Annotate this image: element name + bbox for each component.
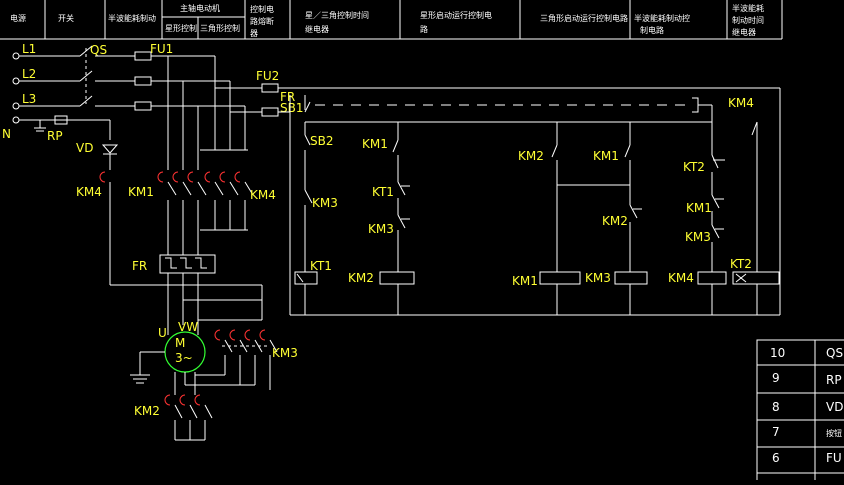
header-brake-ctrl-b: 制电路 — [640, 25, 664, 35]
header-brake-timer-b: 制动时间 — [732, 15, 764, 25]
label-km4-left: KM4 — [76, 185, 102, 199]
label-sb2: SB2 — [310, 134, 333, 148]
label-km3-main: KM3 — [272, 346, 298, 360]
label-km2-coil: KM2 — [348, 271, 374, 285]
label-km4-right: KM4 — [250, 188, 276, 202]
header-fuse-a: 控制电 — [250, 4, 274, 14]
label-km1-c: KM1 — [593, 149, 619, 163]
parts-row-3-code: VD — [826, 400, 843, 414]
motor-section: U VW M 3~ KM3 K — [130, 320, 298, 441]
parts-row-2-code: RP — [826, 373, 842, 387]
label-kt1-coil: KT1 — [310, 259, 332, 273]
label-km4-coil: KM4 — [668, 271, 694, 285]
label-kt2-coil: KT2 — [730, 257, 752, 271]
label-km1-d: KM1 — [686, 201, 712, 215]
parts-row-1-no: 10 — [770, 346, 785, 360]
label-u: U — [158, 326, 167, 340]
parts-row-5-no: 6 — [772, 451, 780, 465]
label-vd: VD — [76, 141, 93, 155]
label-kt1-a: KT1 — [372, 185, 394, 199]
label-km3-d: KM3 — [685, 230, 711, 244]
header-delta: 三角形控制 — [200, 23, 240, 33]
header-star: 星形控制 — [165, 23, 197, 33]
label-sb1: SB1 — [280, 101, 303, 115]
label-km2-c: KM2 — [518, 149, 544, 163]
label-km3-a: KM3 — [312, 196, 338, 210]
parts-row-3-no: 8 — [772, 400, 780, 414]
power-section: L1 L2 L3 QS FU1 N RP V — [2, 42, 245, 285]
label-l2: L2 — [22, 67, 36, 81]
label-fu2: FU2 — [256, 69, 279, 83]
label-km2-main: KM2 — [134, 404, 160, 418]
header-brake-ctrl-a: 半波能耗制动控 — [634, 13, 690, 23]
label-km1-main: KM1 — [128, 185, 154, 199]
parts-row-2-no: 9 — [772, 371, 780, 385]
header-switch: 开关 — [58, 13, 74, 23]
label-km2-d: KM2 — [602, 214, 628, 228]
header-power: 电源 — [10, 13, 26, 23]
header-motor: 主轴电动机 — [180, 3, 220, 13]
header-star-run-a: 星形启动运行控制电 — [420, 10, 492, 20]
main-circuit: KM1 KM4 FR — [110, 56, 276, 335]
header-star-run-b: 路 — [420, 24, 428, 34]
header-braking: 半波能耗制动 — [108, 13, 156, 23]
label-l3: L3 — [22, 92, 36, 106]
label-fu1: FU1 — [150, 42, 173, 56]
parts-table: 10 QS 9 RP 8 VD 7 按钮 6 FU — [756, 339, 844, 485]
header-timer-a: 星／三角控制时间 — [305, 10, 369, 20]
header-fuse-b: 路熔断 — [250, 16, 274, 26]
label-qs: QS — [90, 43, 107, 57]
label-km1-a: KM1 — [362, 137, 388, 151]
motor-phase: 3~ — [175, 351, 193, 365]
motor-m: M — [175, 336, 185, 350]
label-rp: RP — [47, 129, 63, 143]
header-table: 电源 开关 半波能耗制动 主轴电动机 星形控制 三角形控制 控制电 路熔断 器 … — [0, 0, 783, 40]
header-delta-run: 三角形启动运行控制电路 — [540, 13, 628, 23]
label-kt2-a: KT2 — [683, 160, 705, 174]
control-circuit: FU2 FR SB1 KM4 SB2 KM3 KT1 — [215, 69, 781, 316]
label-km3-b: KM3 — [368, 222, 394, 236]
header-fuse-c: 器 — [250, 29, 258, 38]
label-l1: L1 — [22, 42, 36, 56]
label-fr-main: FR — [132, 259, 147, 273]
parts-row-1-code: QS — [826, 346, 843, 360]
label-km3-coil: KM3 — [585, 271, 611, 285]
label-vw: VW — [178, 320, 198, 334]
label-n: N — [2, 127, 11, 141]
label-fr-ctrl: FR — [280, 90, 295, 104]
label-km1-coil: KM1 — [512, 274, 538, 288]
parts-row-5-code: FU — [826, 451, 842, 465]
header-brake-timer-a: 半波能耗 — [732, 3, 764, 13]
header-brake-timer-c: 继电器 — [732, 27, 756, 37]
header-timer-b: 继电器 — [305, 24, 329, 34]
parts-row-4-no: 7 — [772, 425, 780, 439]
parts-row-4-code: 按钮 — [826, 428, 842, 438]
label-km4-top: KM4 — [728, 96, 754, 110]
